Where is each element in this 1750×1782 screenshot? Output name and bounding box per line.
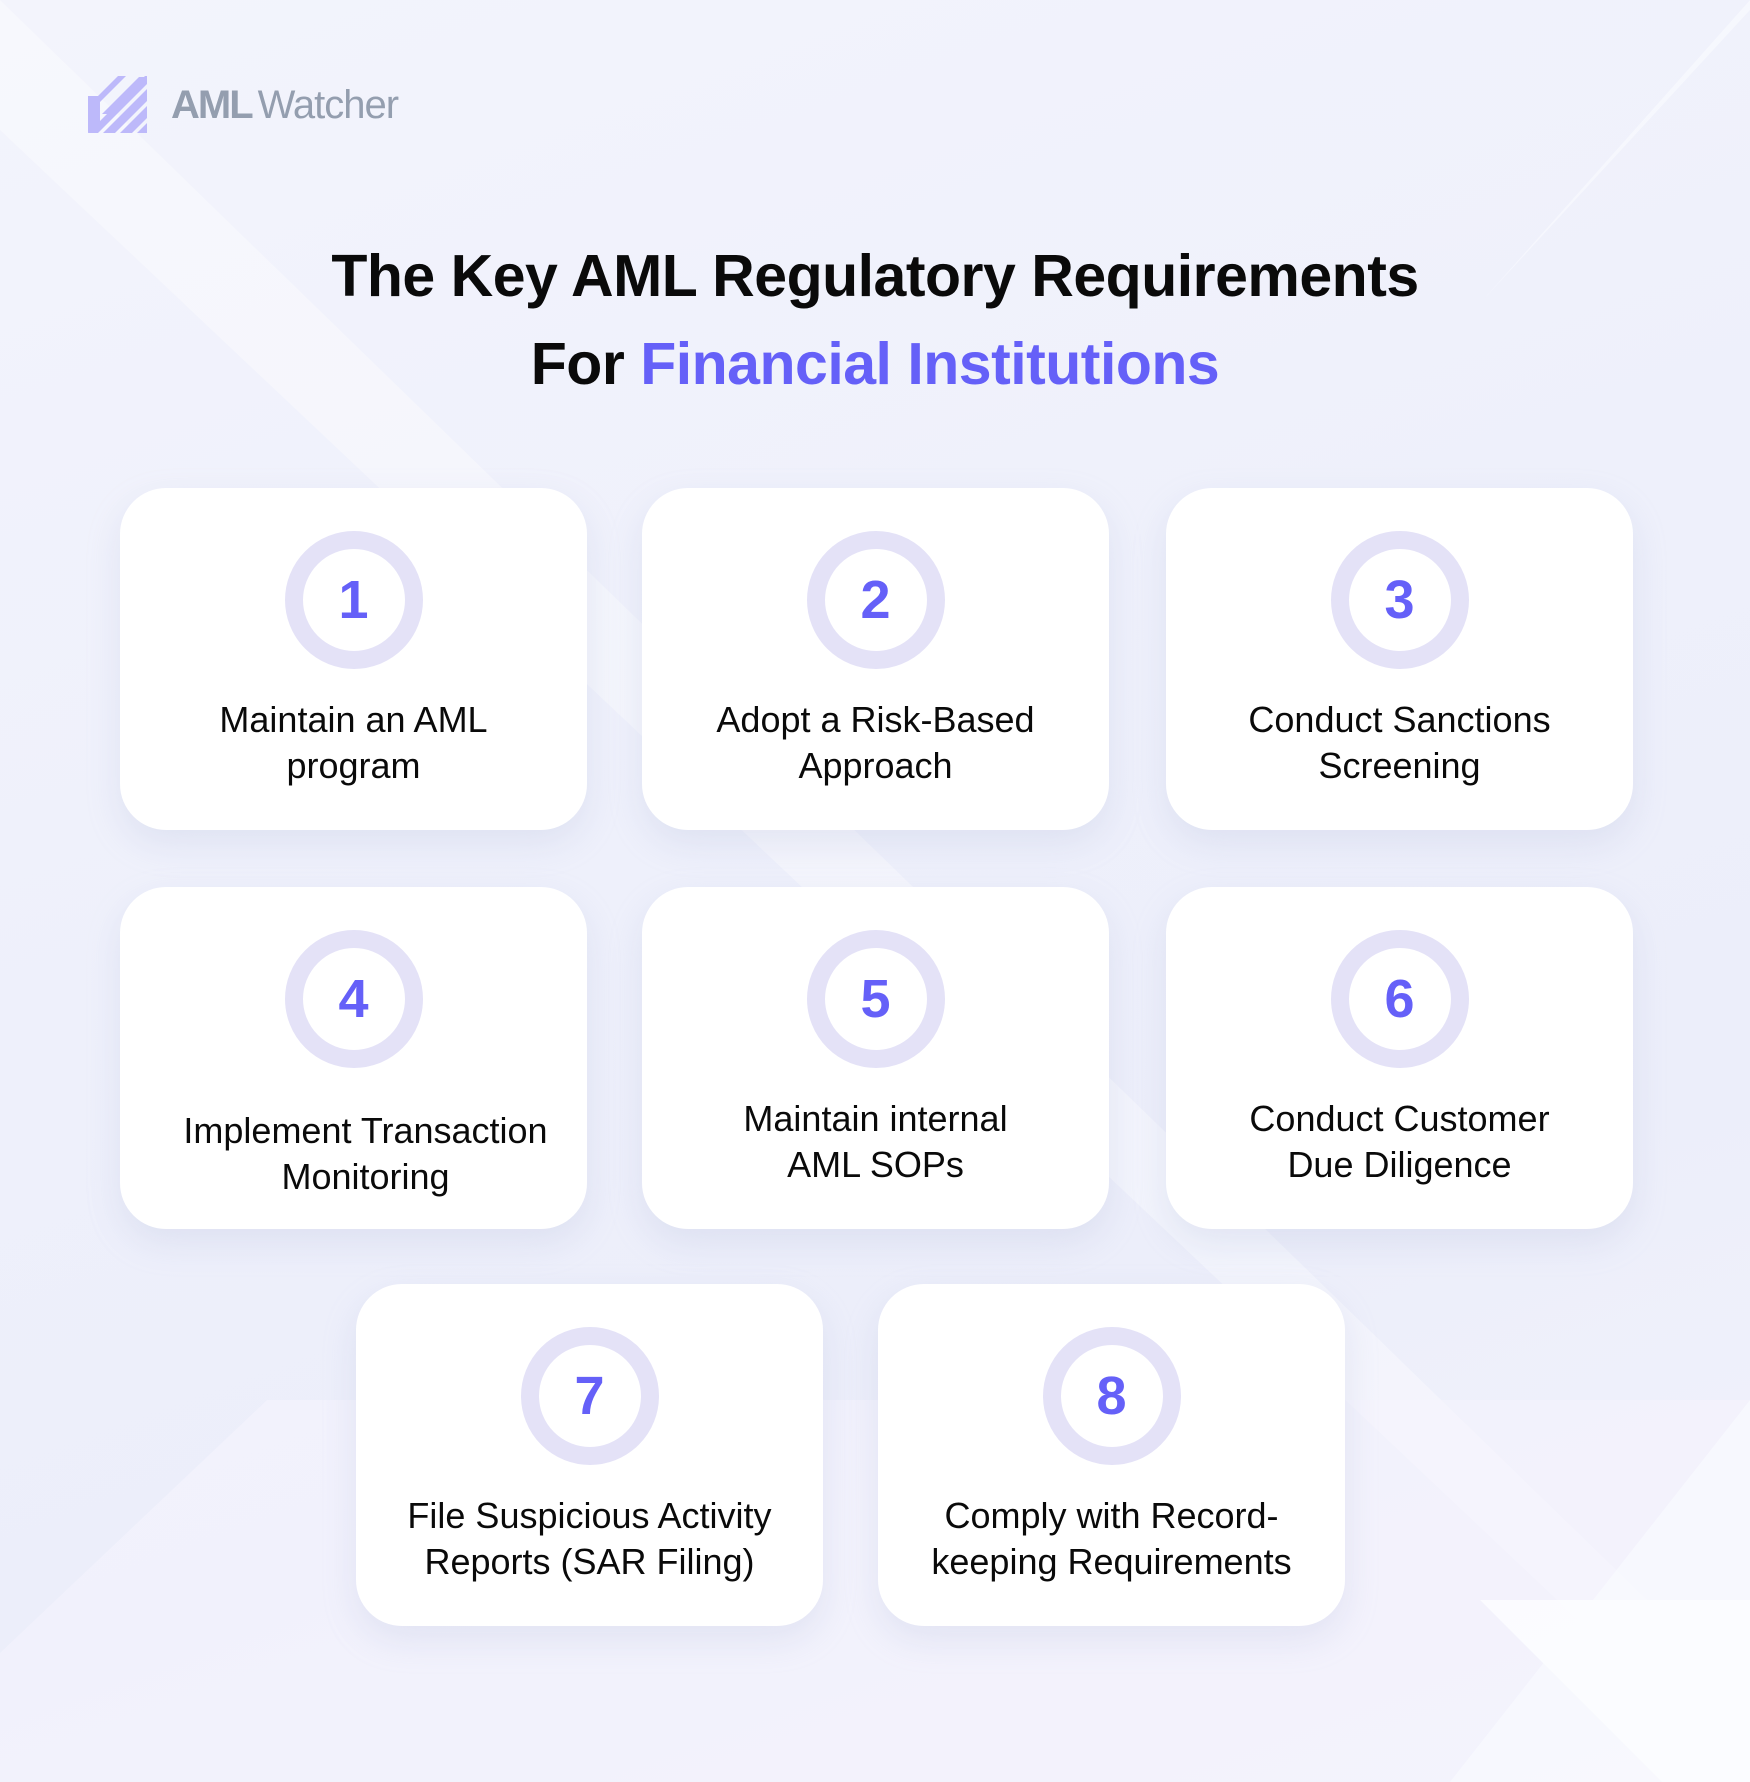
label-line-2: Due Diligence	[1287, 1144, 1512, 1185]
striped-check-logo-icon	[88, 76, 147, 133]
label-line-1: File Suspicious Activity	[407, 1495, 772, 1536]
requirement-label: Implement Transaction Monitoring	[132, 1108, 599, 1200]
requirement-label: Maintain internal AML SOPs	[642, 1096, 1109, 1188]
requirement-label: Maintain an AML program	[120, 697, 587, 789]
step-number: 6	[1384, 969, 1415, 1029]
requirement-label: Adopt a Risk-Based Approach	[642, 697, 1109, 789]
requirement-card-2: 2 Adopt a Risk-Based Approach	[642, 488, 1109, 830]
label-line-2: program	[286, 745, 421, 786]
number-badge: 5	[806, 930, 945, 1068]
label-line-2: AML SOPs	[787, 1144, 964, 1185]
label-line-1: Adopt a Risk-Based	[716, 699, 1035, 740]
requirement-card-7: 7 File Suspicious Activity Reports (SAR …	[356, 1284, 823, 1626]
label-line-2: Screening	[1318, 745, 1481, 786]
label-line-2: keeping Requirements	[931, 1541, 1292, 1582]
number-badge: 7	[520, 1327, 659, 1465]
number-badge: 8	[1042, 1327, 1181, 1465]
label-line-2: Approach	[798, 745, 953, 786]
step-number: 7	[574, 1366, 605, 1426]
brand-name-regular: Watcher	[257, 82, 399, 127]
label-line-1: Conduct Sanctions	[1248, 699, 1551, 740]
number-badge: 4	[284, 930, 423, 1068]
title-prefix: For	[530, 331, 625, 397]
number-badge: 6	[1330, 930, 1469, 1068]
label-line-2: Reports (SAR Filing)	[424, 1541, 755, 1582]
number-badge: 2	[806, 531, 945, 669]
requirement-card-1: 1 Maintain an AML program	[120, 488, 587, 830]
label-line-1: Maintain an AML	[219, 699, 488, 740]
step-number: 5	[860, 969, 891, 1029]
step-number: 2	[860, 570, 891, 630]
title-line-2: For Financial Institutions	[0, 320, 1750, 408]
requirement-label: Conduct Customer Due Diligence	[1166, 1096, 1633, 1188]
label-line-1: Comply with Record-	[944, 1495, 1279, 1536]
step-number: 8	[1096, 1366, 1127, 1426]
requirement-card-5: 5 Maintain internal AML SOPs	[642, 887, 1109, 1229]
title-line-1: The Key AML Regulatory Requirements	[331, 243, 1419, 309]
number-badge: 3	[1330, 531, 1469, 669]
step-number: 3	[1384, 570, 1415, 630]
requirement-label: File Suspicious Activity Reports (SAR Fi…	[356, 1493, 823, 1585]
step-number: 1	[338, 570, 369, 630]
requirement-card-8: 8 Comply with Record- keeping Requiremen…	[878, 1284, 1345, 1626]
step-number: 4	[338, 969, 369, 1029]
label-line-1: Maintain internal	[743, 1098, 1008, 1139]
brand-name-bold: AML	[171, 82, 254, 127]
label-line-2: Monitoring	[281, 1156, 450, 1197]
requirement-card-3: 3 Conduct Sanctions Screening	[1166, 488, 1633, 830]
requirement-card-4: 4 Implement Transaction Monitoring	[120, 887, 587, 1229]
label-line-1: Implement Transaction	[183, 1110, 548, 1151]
label-line-1: Conduct Customer	[1249, 1098, 1550, 1139]
requirement-label: Conduct Sanctions Screening	[1166, 697, 1633, 789]
title-accent: Financial Institutions	[640, 331, 1220, 397]
page-title: The Key AML Regulatory Requirements For …	[0, 232, 1750, 408]
requirement-label: Comply with Record- keeping Requirements	[878, 1493, 1345, 1585]
requirement-card-6: 6 Conduct Customer Due Diligence	[1166, 887, 1633, 1229]
number-badge: 1	[284, 531, 423, 669]
